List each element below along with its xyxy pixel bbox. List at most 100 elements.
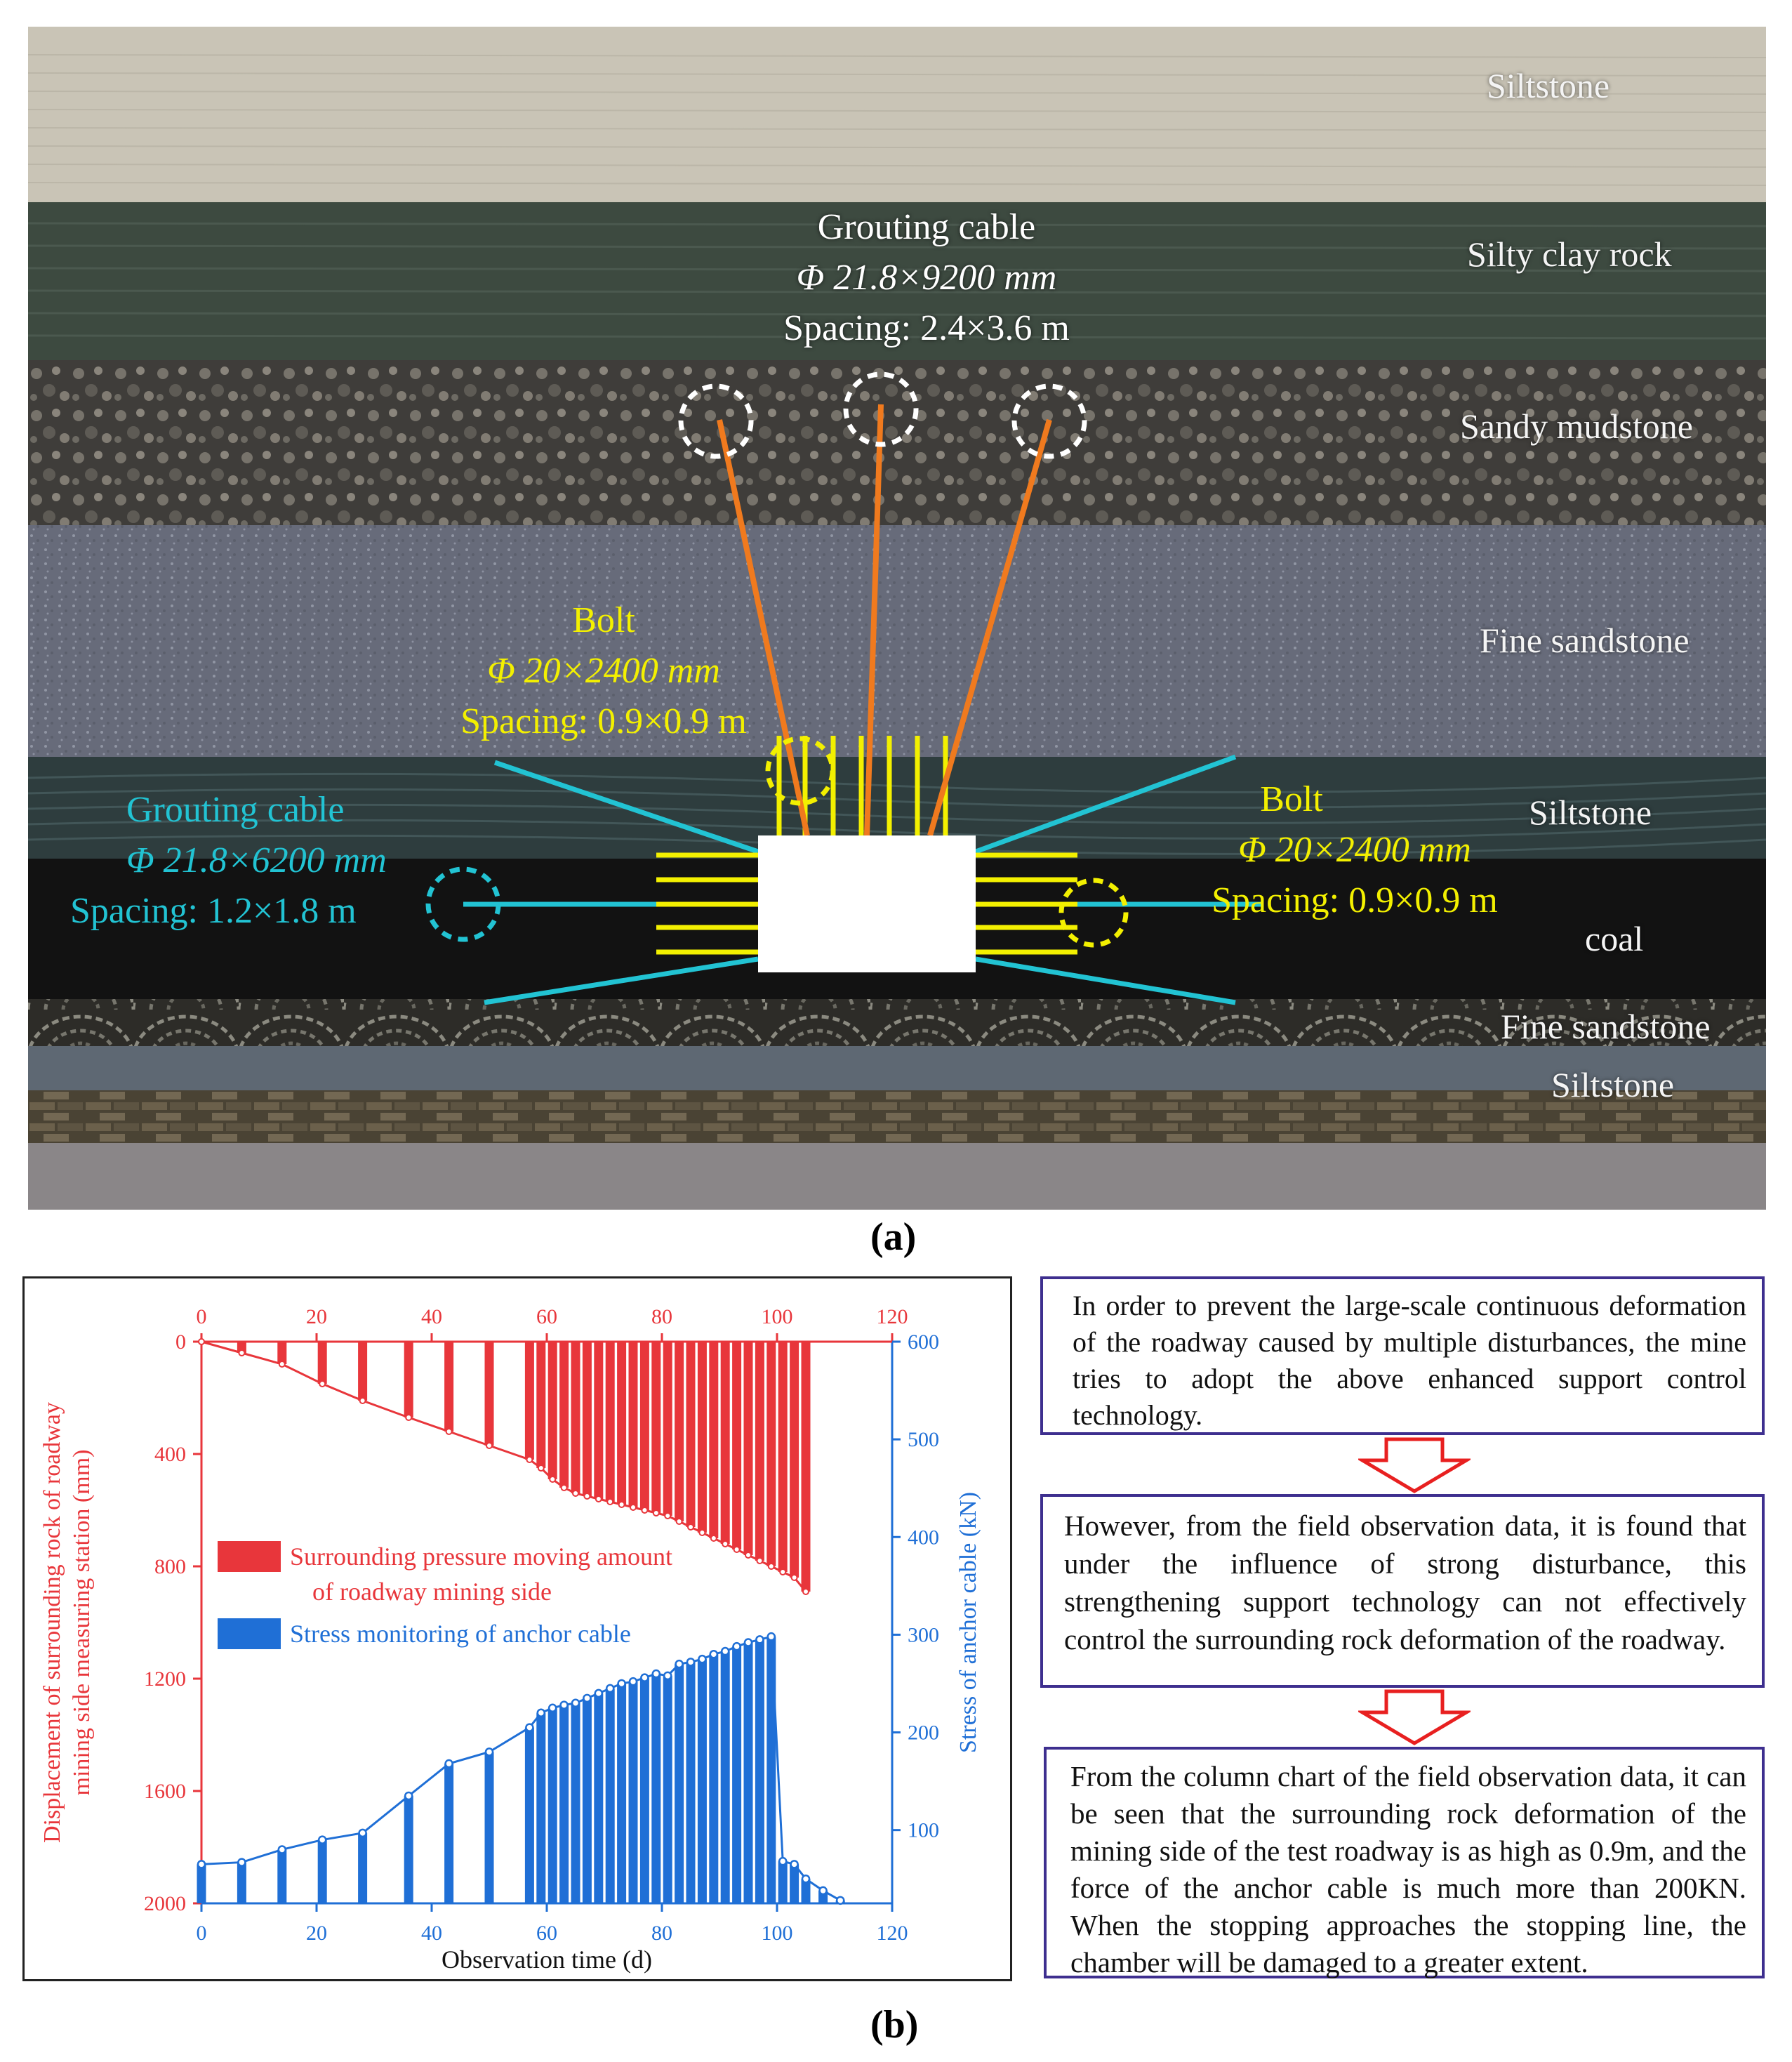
displacement-point xyxy=(405,1414,413,1421)
clay-texture xyxy=(28,244,1766,250)
flow-text-1: In order to prevent the large-scale cont… xyxy=(1073,1290,1746,1431)
stress-point xyxy=(571,1698,580,1708)
stress-bar xyxy=(639,1677,649,1903)
stratum-band xyxy=(28,999,1766,1046)
displacement-point xyxy=(802,1588,809,1595)
siltstone-texture xyxy=(28,109,1766,113)
displacement-point xyxy=(526,1456,533,1463)
displacement-point xyxy=(595,1495,602,1502)
flow-text-3: From the column chart of the field obser… xyxy=(1070,1760,1746,1978)
displacement-bar xyxy=(639,1342,649,1510)
y-right-tick-label: 300 xyxy=(908,1623,939,1646)
right-bolt-spacing: Spacing: 0.9×0.9 m xyxy=(1212,880,1498,920)
legend-blue-swatch xyxy=(218,1618,281,1649)
stress-bar xyxy=(582,1698,592,1903)
y-right-axis-title: Stress of anchor cable (kN) xyxy=(955,1492,981,1753)
displacement-point xyxy=(486,1442,493,1449)
stress-point xyxy=(617,1679,626,1688)
x-axis-title: Observation time (d) xyxy=(442,1945,652,1974)
stress-bar xyxy=(317,1839,327,1903)
displacement-point xyxy=(198,1338,205,1345)
stress-point xyxy=(536,1708,546,1717)
displacement-point xyxy=(675,1518,683,1525)
displacement-bar xyxy=(675,1342,684,1521)
orange-grouting-cable xyxy=(927,418,1052,837)
stress-bar xyxy=(444,1764,454,1903)
siltstone-texture xyxy=(28,819,1766,840)
panel-b-caption-text: (b) xyxy=(870,2003,919,2047)
x-top-tick-label: 100 xyxy=(762,1305,793,1328)
displacement-bar xyxy=(484,1342,494,1446)
displacement-point xyxy=(756,1557,764,1564)
y-left-axis-title-line1: Displacement of surrounding rock of road… xyxy=(39,1402,65,1843)
siltstone-texture xyxy=(28,145,1766,150)
anchor-end-circle xyxy=(1011,383,1087,459)
y-left-tick-label: 400 xyxy=(154,1443,186,1466)
x-top-tick-label: 20 xyxy=(306,1305,327,1328)
stress-bar xyxy=(790,1864,799,1903)
displacement-point xyxy=(710,1535,717,1542)
left-cable-size: Φ 21.8×6200 mm xyxy=(126,840,387,880)
displacement-bar xyxy=(790,1342,799,1578)
stress-point xyxy=(358,1828,367,1838)
stratum-band xyxy=(28,525,1766,757)
stress-point xyxy=(317,1835,327,1844)
chart-svg: 0020204040606080801001001201200400800120… xyxy=(39,1305,981,1974)
y-left-tick-label: 0 xyxy=(175,1330,186,1354)
displacement-point xyxy=(664,1512,672,1519)
cable-end-circle xyxy=(425,866,501,942)
displacement-point xyxy=(359,1397,366,1404)
stress-point xyxy=(547,1703,557,1712)
y-left-tick-label: 800 xyxy=(154,1555,186,1578)
stress-point xyxy=(404,1791,413,1801)
flow-box-3: From the column chart of the field obser… xyxy=(1044,1747,1765,1978)
y-right-tick-label: 100 xyxy=(908,1819,939,1842)
stress-bar xyxy=(571,1703,580,1903)
stress-point xyxy=(709,1649,719,1659)
stress-bar xyxy=(197,1864,206,1903)
stratum-band xyxy=(28,202,1766,360)
stress-bar xyxy=(697,1659,707,1903)
cyan-grouting-cable xyxy=(493,760,759,854)
displacement-point xyxy=(687,1524,694,1531)
stress-point xyxy=(277,1845,287,1854)
x-top-tick-label: 80 xyxy=(651,1305,672,1328)
strata-svg xyxy=(28,27,1766,1210)
roadway-opening xyxy=(758,835,976,972)
layer-label-siltstone-mid: Siltstone xyxy=(1529,793,1652,832)
down-arrow-1 xyxy=(1358,1437,1471,1493)
displacement-bar xyxy=(524,1342,534,1460)
stress-point xyxy=(484,1747,494,1757)
x-top-tick-label: 40 xyxy=(421,1305,442,1328)
displacement-point xyxy=(572,1490,579,1497)
x-bottom-tick-label: 20 xyxy=(306,1922,327,1945)
displacement-point xyxy=(641,1507,649,1514)
stress-point xyxy=(818,1886,828,1896)
legend-blue-label: Stress monitoring of anchor cable xyxy=(290,1620,631,1648)
stress-point xyxy=(559,1700,569,1710)
legend-red-label: Surrounding pressure moving amount xyxy=(290,1542,672,1571)
stress-bar xyxy=(404,1795,413,1903)
cyan-grouting-cable xyxy=(975,956,1236,1005)
top-cable-size: Φ 21.8×9200 mm xyxy=(796,258,1057,298)
displacement-bar xyxy=(617,1342,627,1505)
displacement-bar xyxy=(801,1342,811,1592)
displacement-bar xyxy=(628,1342,638,1507)
stress-bar xyxy=(605,1688,615,1903)
x-top-tick-label: 60 xyxy=(536,1305,557,1328)
stress-point xyxy=(755,1635,764,1644)
displacement-bar xyxy=(317,1342,327,1384)
x-bottom-tick-label: 0 xyxy=(197,1922,207,1945)
stress-point xyxy=(675,1659,684,1669)
layer-label-siltstone-bottom: Siltstone xyxy=(1551,1065,1675,1104)
displacement-bar xyxy=(743,1342,753,1555)
siltstone-texture xyxy=(28,127,1766,131)
left-bolt-spacing: Spacing: 0.9×0.9 m xyxy=(460,701,747,741)
displacement-bar xyxy=(277,1342,287,1364)
siltstone-texture xyxy=(28,72,1766,77)
displacement-point xyxy=(583,1493,591,1500)
displacement-point xyxy=(790,1574,798,1581)
y-right-tick-label: 200 xyxy=(908,1721,939,1745)
top-cable-title: Grouting cable xyxy=(817,207,1036,247)
